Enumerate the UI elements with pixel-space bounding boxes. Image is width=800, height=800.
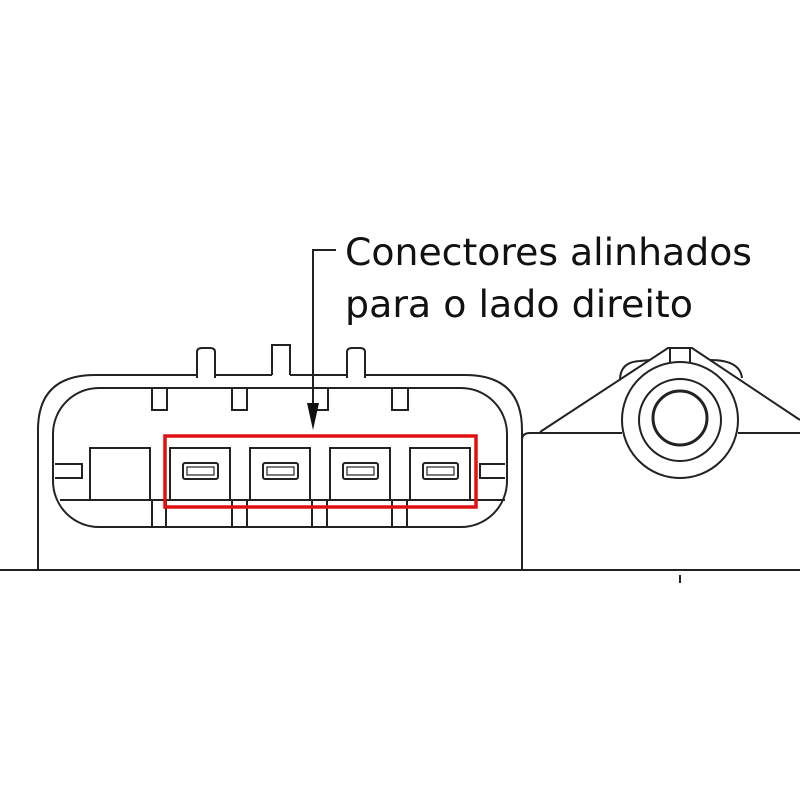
mount-hole-inner (651, 389, 709, 447)
pin-terminal (329, 447, 391, 500)
top-tab (271, 344, 291, 375)
pin-slot (422, 462, 459, 480)
flange-bump-right (709, 359, 743, 379)
top-tab (346, 347, 366, 378)
connector-housing-outer (37, 374, 523, 570)
inner-tab (231, 388, 248, 411)
annotation-line-2: para o lado direito (345, 283, 693, 326)
flange-bump-left (619, 359, 651, 381)
side-latch-left (55, 463, 83, 479)
top-tab (196, 347, 216, 378)
mounting-flange (521, 347, 800, 570)
pin-slot (342, 462, 379, 480)
leader-line (312, 249, 336, 405)
key-block (89, 447, 151, 500)
highlight-box (163, 434, 478, 509)
pin-slot (182, 462, 219, 480)
flange-tab (669, 348, 691, 362)
ledge-dividers (151, 500, 408, 527)
pin-terminal (409, 447, 471, 500)
pin-terminal (169, 447, 231, 500)
pin-terminal (249, 447, 311, 500)
connector-cavity (52, 387, 508, 528)
side-latch-right (479, 463, 505, 479)
inner-tab (391, 388, 409, 411)
annotation-line-1: Conectores alinhados (345, 231, 752, 274)
pin-slot (262, 462, 299, 480)
mount-hole-middle (638, 378, 722, 462)
arrowhead-icon (307, 403, 319, 430)
inner-tab (151, 388, 168, 411)
